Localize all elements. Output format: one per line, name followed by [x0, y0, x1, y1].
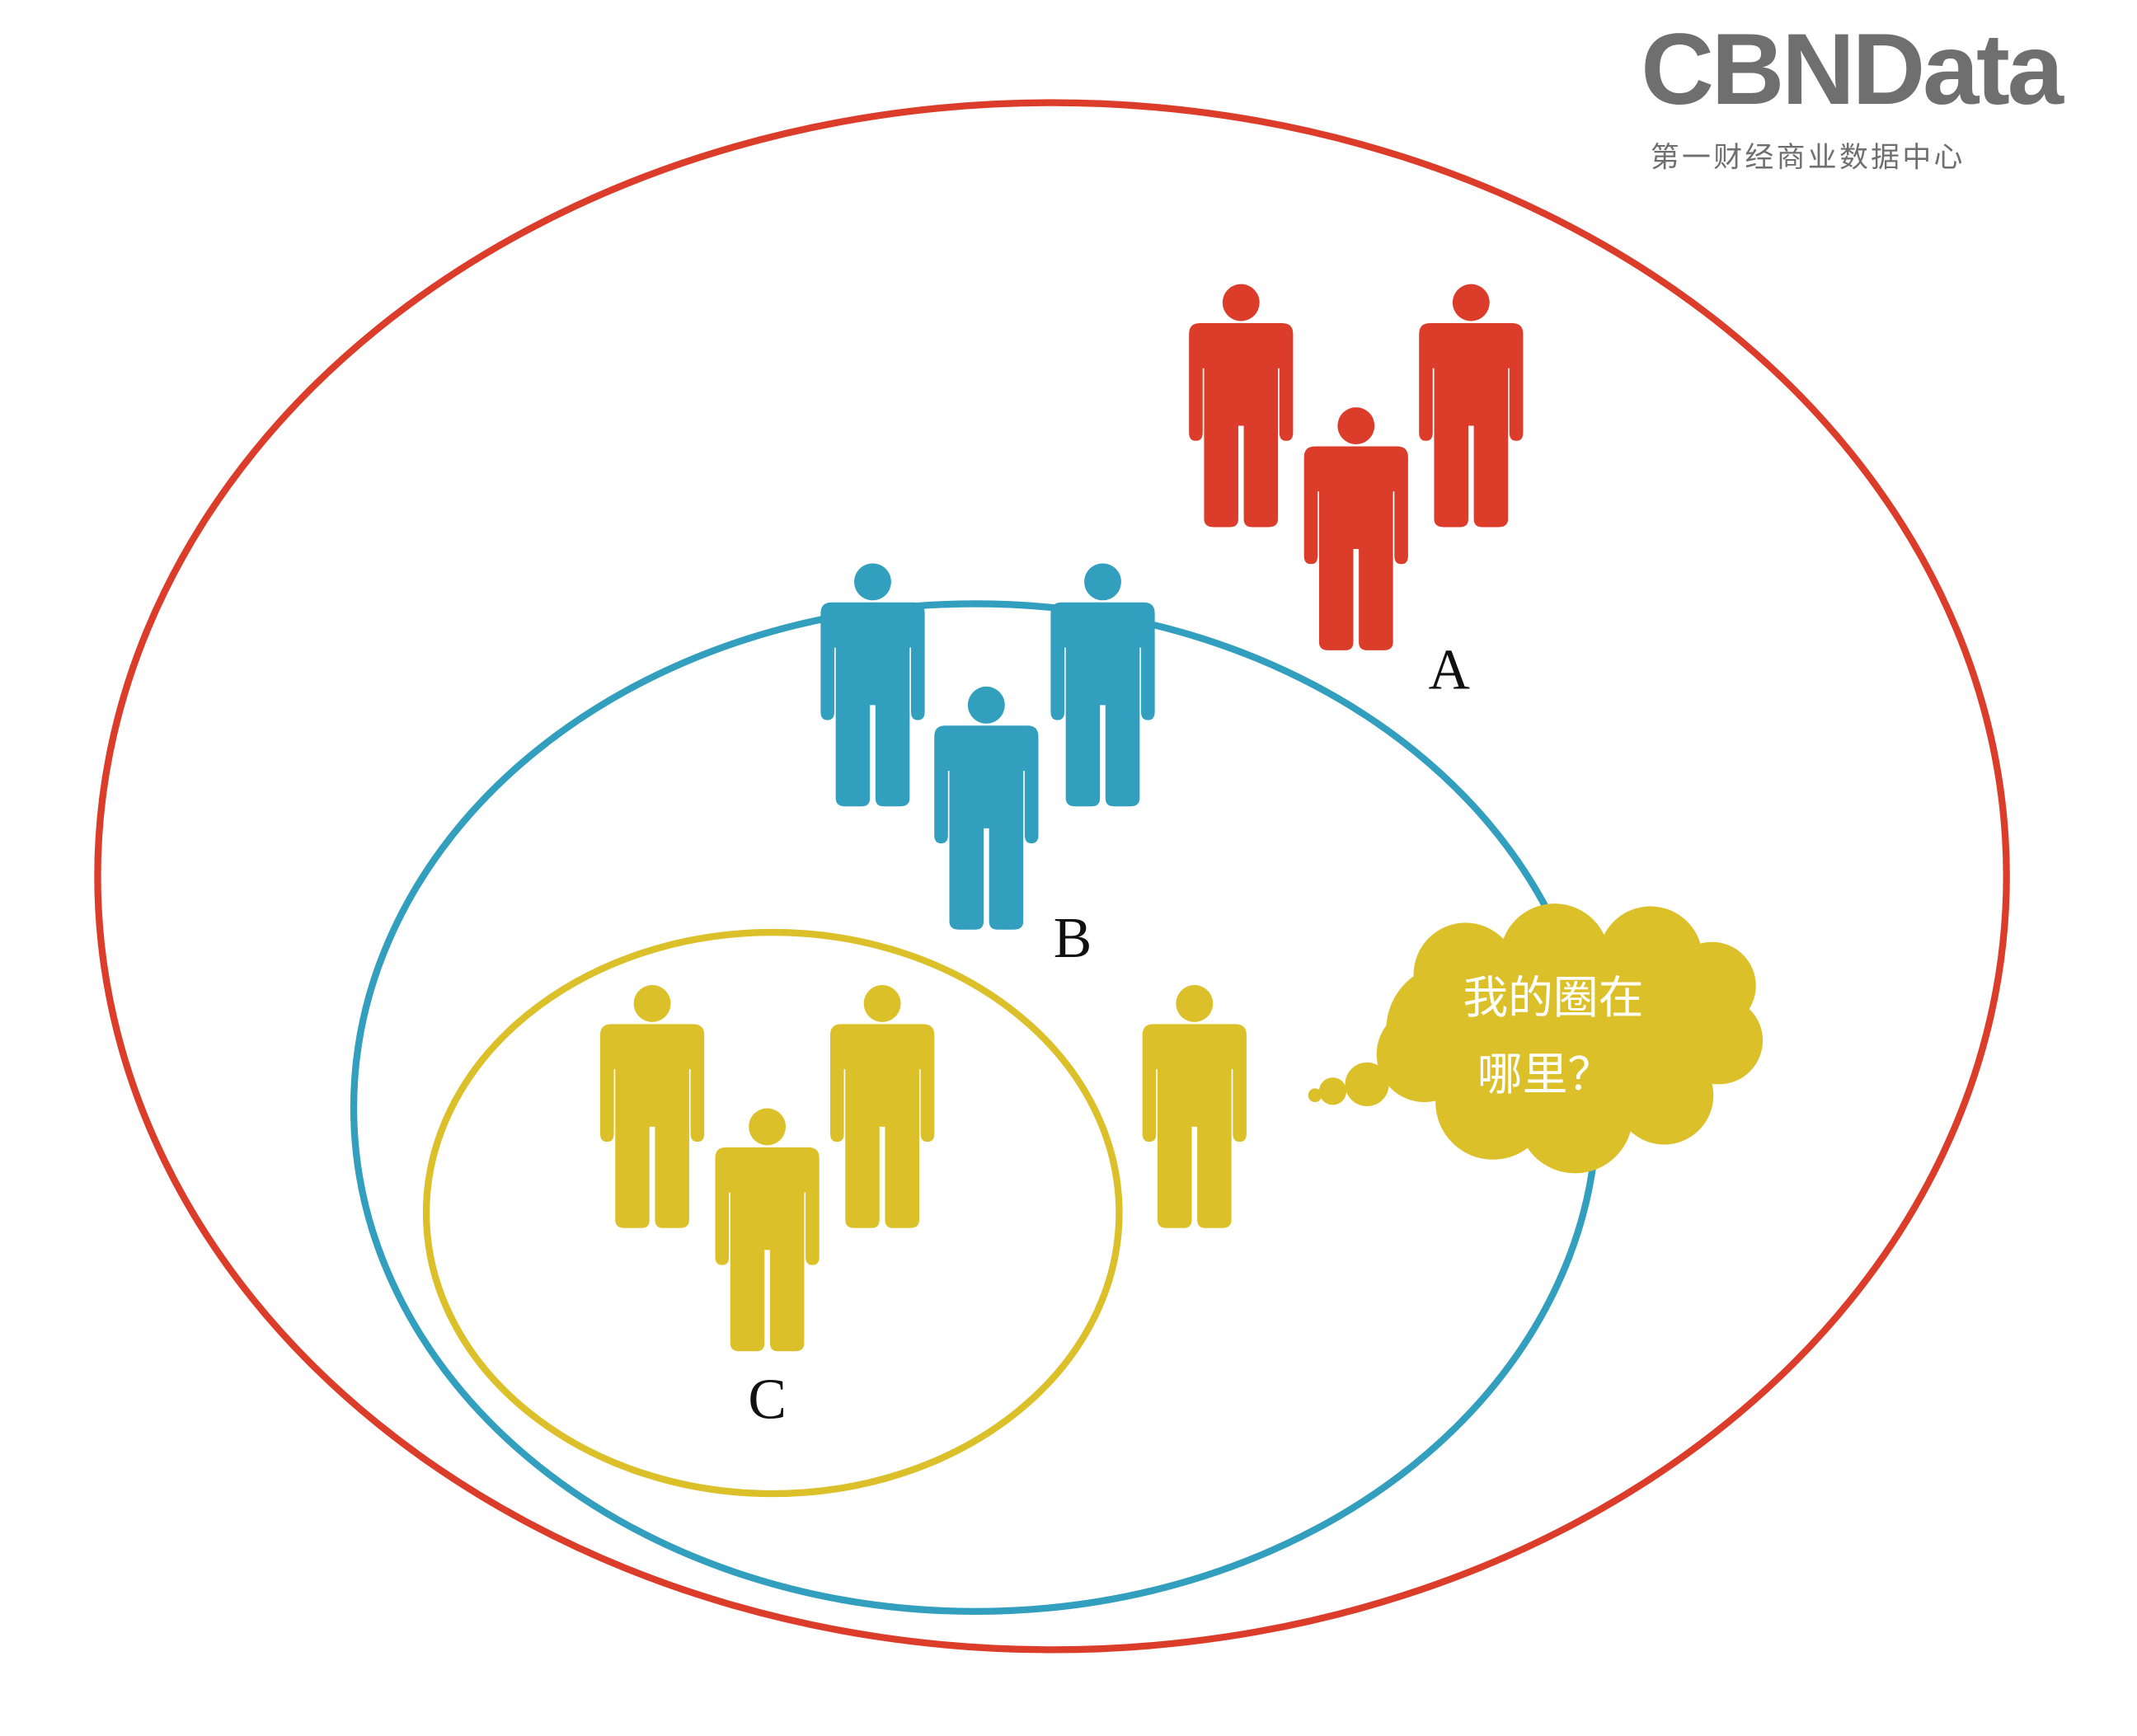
- person-icon: [1050, 563, 1155, 807]
- person-icon: [830, 985, 935, 1228]
- person-icon: [1189, 284, 1294, 528]
- outsider-person-icon: [1142, 985, 1247, 1228]
- person-icon: [1303, 407, 1408, 650]
- bubble-line-1: 我的圈在: [1463, 971, 1643, 1024]
- label-b: B: [1054, 907, 1092, 970]
- logo-wordmark: CBNData: [1641, 13, 2064, 126]
- circle-a-outline: [94, 99, 2010, 1654]
- logo-subtitle: 第一财经商业数据中心: [1651, 142, 1966, 175]
- person-icon: [715, 1108, 820, 1352]
- thought-bubble: [1308, 903, 1764, 1174]
- label-c: C: [748, 1368, 787, 1432]
- person-icon: [934, 686, 1039, 930]
- person-icon: [820, 563, 925, 807]
- group-b-people: [820, 563, 1155, 930]
- label-a: A: [1429, 638, 1470, 701]
- circle-c-outline: [422, 928, 1123, 1498]
- person-icon: [599, 985, 705, 1228]
- person-icon: [1419, 284, 1524, 528]
- bubble-line-2: 哪里？: [1477, 1048, 1613, 1100]
- group-a-people: [1189, 284, 1524, 650]
- group-c-people: [599, 985, 935, 1352]
